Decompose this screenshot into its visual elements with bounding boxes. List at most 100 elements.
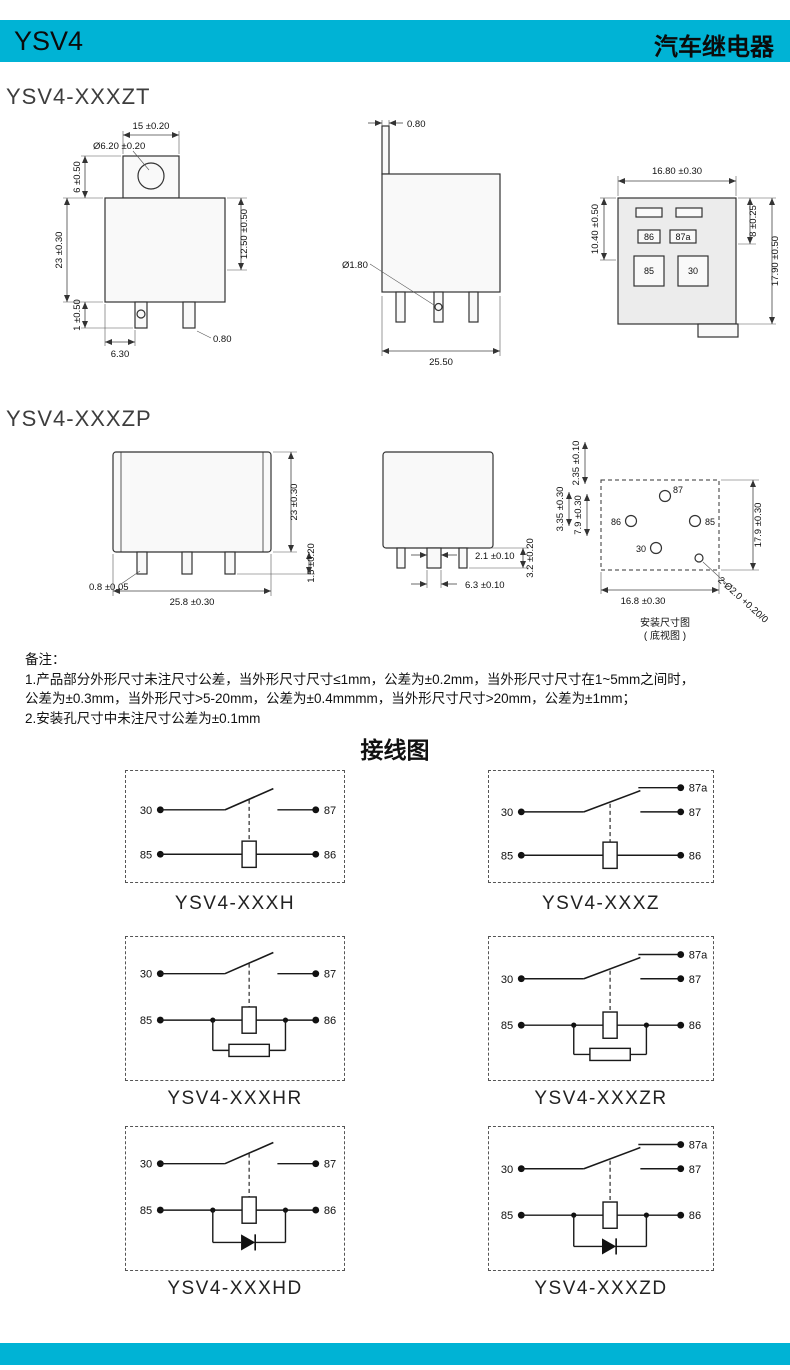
zt-front-view-drawing: 15 ±0.20 Ø6.20 ±0.20 6 ±0.50 23 ±0.30 1 …: [54, 121, 250, 360]
zt-pin-87a: 87a: [675, 232, 690, 242]
z-pin-87a: 87a: [689, 783, 708, 795]
wiring-box-zr: 87a 30 87 85 86: [488, 936, 714, 1081]
hd-pin-85: 85: [140, 1205, 152, 1217]
zd-pin-86: 86: [689, 1210, 701, 1222]
dim-zp-mount-right: 17.9 ±0.30: [753, 503, 764, 548]
circuit-shapes: [156, 1141, 320, 1251]
zp-mount-outline: [600, 479, 720, 571]
zt-pin-86: 86: [644, 232, 654, 242]
dim-zp-body-height: 23 ±0.30: [289, 484, 300, 521]
notes-block: 备注： 1.产品部分外形尺寸未注尺寸公差，当外形尺寸尺寸≤1mm，公差为±0.2…: [25, 650, 773, 728]
circuit-ysv4-xxxz: 87a 30 87 85 86: [501, 783, 708, 870]
hd-pin-87: 87: [324, 1159, 336, 1171]
dim-zt-bottom-height-total: 17.90 ±0.50: [770, 236, 781, 286]
dim-zp-pin-spacing: 6.3 ±0.10: [465, 580, 505, 591]
zt-front-dimensions: 15 ±0.20 Ø6.20 ±0.20 6 ±0.50 23 ±0.30 1 …: [54, 121, 250, 360]
dim-zt-hole-dia: Ø6.20 ±0.20: [93, 141, 145, 152]
zp-pin-85: 85: [705, 517, 715, 527]
zp-side-view-drawing: 2.1 ±0.10 3.2 ±0.20 6.3 ±0.10: [382, 451, 536, 591]
wiring-label-z: YSV4-XXXZ: [541, 893, 661, 914]
footer-bar: [0, 1343, 790, 1365]
zr-pin-87a: 87a: [689, 950, 708, 962]
circuit-ysv4-xxxhd: 30 87 85 86: [140, 1141, 336, 1251]
dim-zt-bracket-thickness: 0.80: [407, 119, 426, 130]
z-pin-86: 86: [689, 850, 701, 862]
notes-line-2: 公差为±0.3mm，当外形尺寸>5-20mm，公差为±0.4mmmm，当外形尺寸…: [25, 691, 637, 707]
section-title-zt: YSV4-XXXZT: [6, 84, 151, 109]
zd-pin-30: 30: [501, 1164, 513, 1176]
zp-pin-86: 86: [611, 517, 621, 527]
dim-zp-mount-left-a: 3.35 ±0.30: [555, 487, 566, 532]
zr-pin-87: 87: [689, 974, 701, 986]
hr-pin-85: 85: [140, 1015, 152, 1027]
zt-side-dimensions: 0.80 Ø1.80 25.50: [342, 119, 501, 368]
zt-bottom-outline: [617, 197, 739, 338]
zp-side-dimensions: 2.1 ±0.10 3.2 ±0.20 6.3 ±0.10: [411, 538, 536, 591]
hr-pin-30: 30: [140, 969, 152, 981]
zp-mount-view-drawing: 87 86 85 30 2.35 ±0.10 3.35 ±0.30 7.9 ±0…: [555, 441, 770, 642]
dim-zp-mount-holes-note: 2-Ø2.0 +0.20/0: [715, 575, 770, 626]
notes-line-3: 2.安装孔尺寸中未注尺寸公差为±0.1mm: [25, 710, 261, 726]
dim-zp-pin-thickness: 0.8 ±0.05: [89, 582, 129, 593]
wiring-label-hr: YSV4-XXXHR: [167, 1088, 303, 1109]
zp-side-outline: [382, 451, 494, 569]
dim-zt-pin-length: 1 ±0.50: [72, 299, 83, 331]
circuit-ysv4-xxxh: 30 87 85 86: [140, 787, 336, 869]
dim-zt-right-height: 12.50 ±0.50: [239, 209, 250, 259]
zd-pin-87: 87: [689, 1164, 701, 1176]
zr-pin-30: 30: [501, 974, 513, 986]
dim-zt-pin-thickness: 0.80: [213, 334, 232, 345]
circuit-ysv4-xxxzr: 87a 30 87 85 86: [501, 950, 708, 1062]
circuit-ysv4-xxxzd: 87a 30 87 85 86: [501, 1140, 708, 1255]
dim-zt-pin-offset: 6.30: [111, 349, 130, 360]
zr-pin-85: 85: [501, 1020, 513, 1032]
circuit-shapes: [517, 1141, 685, 1255]
hd-pin-86: 86: [324, 1205, 336, 1217]
h-pin-86: 86: [324, 849, 336, 861]
header-bar: YSV4 汽车继电器: [0, 20, 790, 62]
zp-pin-30: 30: [636, 544, 646, 554]
dim-zp-pin-length-side: 3.2 ±0.20: [525, 538, 536, 578]
dim-zp-mount-left-b: 7.9 ±0.30: [573, 495, 584, 535]
dim-zp-body-width: 25.8 ±0.30: [170, 597, 215, 608]
hd-pin-30: 30: [140, 1159, 152, 1171]
zp-pin-87: 87: [673, 485, 683, 495]
h-pin-87: 87: [324, 805, 336, 817]
circuit-shapes: [156, 787, 320, 869]
zt-side-outline: [381, 125, 501, 323]
circuit-shapes: [517, 951, 685, 1062]
wiring-box-z: 87a 30 87 85 86: [488, 770, 714, 883]
zp-mount-dimensions: 2.35 ±0.10 3.35 ±0.30 7.9 ±0.30 17.9 ±0.…: [555, 441, 770, 626]
wiring-label-h: YSV4-XXXH: [174, 893, 296, 914]
dim-zt-pin-hole-dia: Ø1.80: [342, 260, 368, 271]
dim-zt-bottom-height-left: 10.40 ±0.50: [590, 204, 601, 254]
dim-zt-tab-height: 6 ±0.50: [72, 161, 83, 193]
circuit-shapes: [517, 784, 685, 870]
h-pin-85: 85: [140, 849, 152, 861]
dim-zp-mount-bottom: 16.8 ±0.30: [621, 596, 666, 607]
circuit-shapes: [156, 951, 320, 1058]
zp-mount-caption-line1: 安装尺寸图: [640, 616, 690, 629]
notes-heading: 备注：: [25, 652, 66, 667]
zt-side-view-drawing: 0.80 Ø1.80 25.50: [342, 119, 501, 368]
zp-mount-caption-line2: ( 底视图 ): [644, 629, 686, 642]
zp-front-view-drawing: 23 ±0.30 1.5 ±0.20 0.8 ±0.05 25.8 ±0.30: [89, 451, 317, 608]
zt-bottom-view-drawing: 86 87a 85 30 16.80 ±0.30 8 ±0.25 17.90 ±…: [590, 166, 781, 338]
zd-pin-85: 85: [501, 1210, 513, 1222]
wiring-label-zd: YSV4-XXXZD: [534, 1278, 668, 1299]
dim-zt-body-height: 23 ±0.30: [54, 232, 65, 269]
wiring-box-hr: 30 87 85 86: [125, 936, 345, 1081]
wiring-label-hd: YSV4-XXXHD: [167, 1278, 303, 1299]
dim-zp-mount-top: 2.35 ±0.10: [571, 441, 582, 486]
header-product-title: 汽车继电器: [654, 34, 774, 61]
h-pin-30: 30: [140, 805, 152, 817]
zt-pin-85: 85: [644, 266, 654, 276]
zt-front-outline: [104, 155, 226, 329]
dim-zt-body-width: 25.50: [429, 357, 453, 368]
zp-front-dimensions: 23 ±0.30 1.5 ±0.20 0.8 ±0.05 25.8 ±0.30: [89, 451, 317, 608]
wiring-box-hd: 30 87 85 86: [125, 1126, 345, 1271]
zt-pin-30: 30: [688, 266, 698, 276]
hr-pin-87: 87: [324, 969, 336, 981]
z-pin-85: 85: [501, 850, 513, 862]
